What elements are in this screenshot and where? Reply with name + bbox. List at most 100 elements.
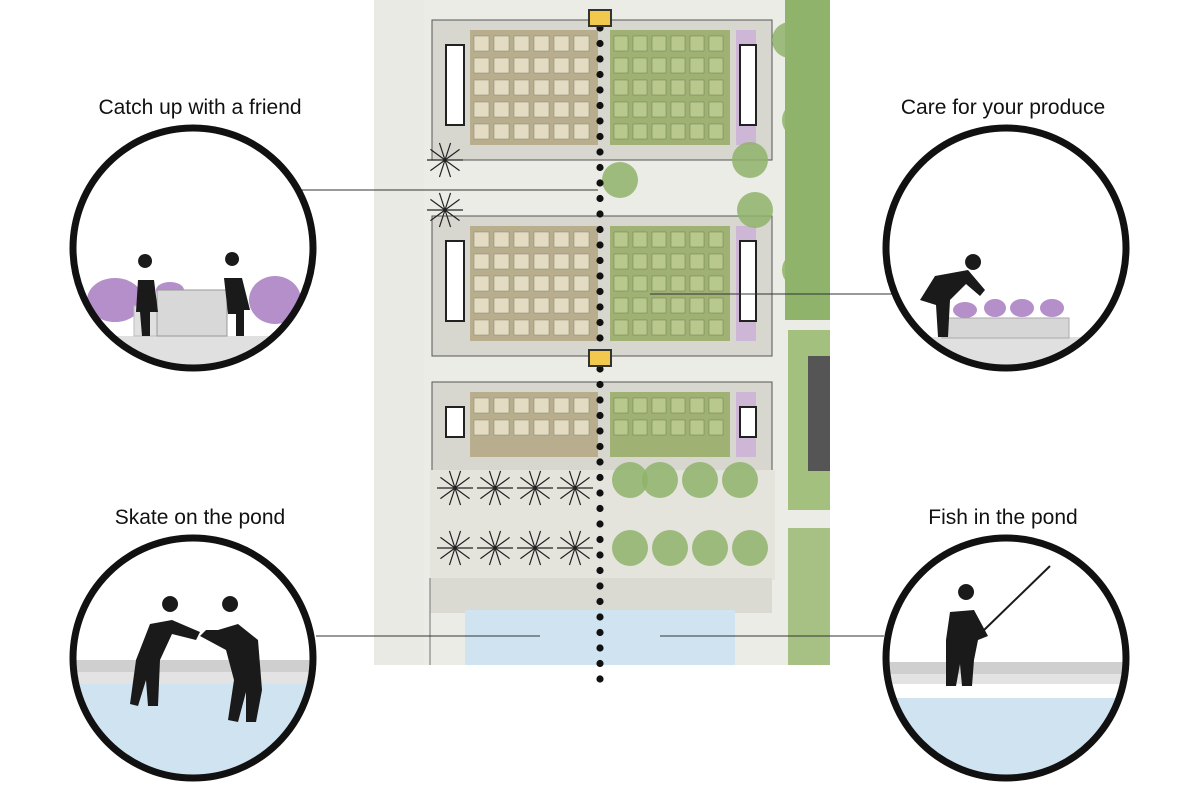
garden-plot <box>573 397 590 414</box>
tree-branch <box>480 536 496 549</box>
garden-plot <box>632 397 648 414</box>
central-path-dots <box>596 24 604 683</box>
garden-plot <box>632 419 648 436</box>
garden-plot <box>613 297 629 314</box>
tree-icon <box>557 470 593 506</box>
tree-branch <box>444 159 452 178</box>
person-silhouette-icon <box>920 254 985 337</box>
tree-branch <box>534 487 550 500</box>
garden-plot <box>533 397 550 414</box>
garden-plot <box>473 253 490 270</box>
bench-right <box>739 44 757 126</box>
tree-branch <box>494 547 502 566</box>
garden-plot <box>493 79 510 96</box>
path-dot-icon <box>596 365 604 373</box>
tree-branch <box>480 476 496 489</box>
path-dot-icon <box>596 179 604 187</box>
garden-plot <box>632 253 648 270</box>
garden-plot <box>473 231 490 248</box>
tree-branch <box>534 476 550 489</box>
tree-icon <box>732 142 768 178</box>
tree-icon <box>437 530 473 566</box>
left-strip <box>374 0 424 665</box>
garden-plot <box>493 57 510 74</box>
path-dot-icon <box>596 55 604 63</box>
garden-plot <box>493 319 510 336</box>
garden-plot <box>613 275 629 292</box>
garden-plot <box>708 101 724 118</box>
path-dot-icon <box>596 473 604 482</box>
garden-plot <box>689 397 705 414</box>
tree-icon <box>787 182 823 218</box>
garden-plot <box>708 253 724 270</box>
tree-branch <box>430 209 446 222</box>
path-dot-icon <box>596 380 604 389</box>
tree-icon <box>437 470 473 506</box>
person-silhouette-icon <box>130 596 200 706</box>
garden-plot <box>553 79 570 96</box>
garden-plot <box>670 419 686 436</box>
garden-plot <box>533 57 550 74</box>
garden-plot <box>689 35 705 52</box>
garden-plot <box>651 297 667 314</box>
tree-branch <box>440 536 456 549</box>
tree-branch <box>438 192 446 211</box>
tree-branch <box>454 547 470 560</box>
garden-plot <box>573 419 590 436</box>
tree-icon <box>782 102 818 138</box>
right-lawn-lower <box>788 528 830 665</box>
garden-plot <box>613 253 629 270</box>
garden-plot <box>473 419 490 436</box>
path-dot-icon <box>596 287 604 296</box>
garden-plot <box>670 79 686 96</box>
tree-branch <box>574 487 582 506</box>
person-silhouette-icon <box>200 596 262 722</box>
garden-plot <box>708 123 724 140</box>
garden-plot <box>573 123 590 140</box>
garden-plot <box>493 35 510 52</box>
marker-top <box>588 9 612 27</box>
path-dot-icon <box>596 303 604 311</box>
garden-plot <box>651 419 667 436</box>
path-dot-icon <box>596 39 604 48</box>
path-dot-icon <box>596 489 604 497</box>
path-dot-icon <box>596 644 604 652</box>
garden-plot <box>513 57 530 74</box>
bench-left <box>445 240 465 322</box>
garden-plot <box>533 419 550 436</box>
garden-plot <box>670 319 686 336</box>
tree-branch <box>494 547 510 560</box>
garden-plot <box>670 101 686 118</box>
garden-plot <box>553 101 570 118</box>
tree-branch <box>480 547 496 560</box>
tree-icon <box>722 462 758 498</box>
tree-icon <box>477 470 513 506</box>
tree-branch <box>574 547 582 566</box>
garden-plot <box>533 231 550 248</box>
tree-icon <box>652 530 688 566</box>
garden-plot <box>513 275 530 292</box>
path-dot-icon <box>596 148 604 156</box>
tree-branch <box>444 159 460 172</box>
path-dot-icon <box>596 117 604 125</box>
tree-branch <box>444 198 460 211</box>
garden-plot <box>493 275 510 292</box>
tree-branch <box>568 487 576 506</box>
garden-plot <box>632 123 648 140</box>
tree-branch <box>454 530 462 549</box>
trees <box>427 22 823 566</box>
garden-plot <box>689 419 705 436</box>
garden-plot <box>513 319 530 336</box>
garden-plot <box>513 297 530 314</box>
garden-plot <box>573 231 590 248</box>
tree-branch <box>520 536 536 549</box>
path-dot-icon <box>596 256 604 265</box>
garden-plot <box>493 253 510 270</box>
garden-plot <box>651 319 667 336</box>
garden-plot <box>613 35 629 52</box>
path-dot-icon <box>596 132 604 141</box>
tree-branch <box>488 487 496 506</box>
tree-icon <box>772 22 808 58</box>
path-dot-icon <box>596 551 604 559</box>
garden-plot <box>651 253 667 270</box>
